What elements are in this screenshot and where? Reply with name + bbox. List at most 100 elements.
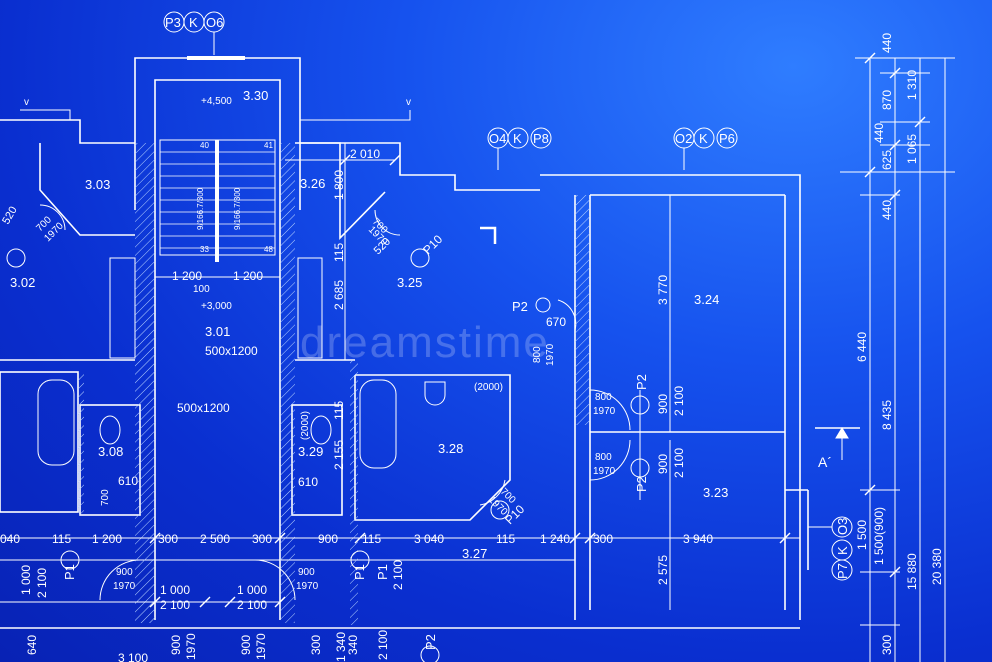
- dimension-label: 2 100: [35, 568, 49, 598]
- door-tag: P2: [634, 374, 649, 390]
- dimension-label: 1 065: [905, 134, 919, 164]
- left-bathtub: [37, 379, 75, 466]
- dimension-label: 625: [880, 150, 894, 170]
- section-marker: A´: [818, 454, 832, 470]
- dimension-label: 900: [656, 454, 670, 474]
- dimension-label: 1 200: [233, 269, 263, 283]
- dimension-label: 1 000: [237, 583, 267, 597]
- dimension-label: 3 100: [118, 651, 148, 662]
- stair-step-number: 48: [264, 245, 273, 254]
- dimension-label: 2 100: [376, 630, 390, 660]
- dimension-label: 1 500: [855, 520, 869, 550]
- level-mark: +3,000: [201, 301, 232, 312]
- dimension-label: 900: [169, 635, 183, 655]
- dimension-label: 2 100: [672, 386, 686, 416]
- grid-tag-b: K: [513, 131, 522, 146]
- dimension-label: 3 940: [683, 532, 713, 546]
- dimension-label: 2 100: [160, 598, 190, 612]
- dimension-label: 900: [318, 532, 338, 546]
- door-size-label: 1970: [545, 343, 556, 366]
- dimension-label: 610: [118, 474, 138, 488]
- dimension-label: 300: [593, 532, 613, 546]
- elevation-mark: v: [406, 97, 411, 108]
- dimension-label: 6 440: [855, 332, 869, 362]
- dimension-label: 2 010: [350, 147, 380, 161]
- room-label: 3.26: [300, 176, 325, 191]
- dimension-label: 870: [880, 90, 894, 110]
- door-size-label: 800: [595, 452, 612, 463]
- grid-tag-a: P7: [835, 563, 850, 579]
- dimension-label: 2 100: [391, 560, 405, 590]
- window-size-label: 500x1200: [177, 401, 230, 415]
- dimension-label: 8 435: [880, 400, 894, 430]
- grid-tag-a: O4: [489, 131, 506, 146]
- grid-tag-a: P3: [165, 15, 181, 30]
- dimension-label: 15 880: [905, 553, 919, 590]
- watermark: dreamstime: [300, 318, 550, 367]
- grid-tag-vertical: P7 K O3: [808, 516, 853, 581]
- door-size-label: 1970: [113, 581, 136, 592]
- dimension-label: 2 100: [672, 448, 686, 478]
- door-size-label: 800: [532, 346, 543, 363]
- stair-spec: 9/166.7/300: [233, 187, 242, 230]
- elevation-mark: v: [24, 97, 29, 108]
- dimension-label: 1 000: [19, 565, 33, 595]
- dimension-label: 440: [872, 123, 886, 143]
- dimension-label: 115: [332, 243, 346, 262]
- dimension-label: 115: [332, 401, 346, 420]
- door-size-label: 700: [100, 489, 111, 506]
- room-326-wall: [300, 142, 540, 191]
- stair-treads: [160, 151, 275, 249]
- dimension-label: 1 340: [334, 632, 348, 662]
- grid-tag-b: K: [835, 546, 850, 555]
- left-room-303: [39, 143, 135, 236]
- room-label: 3.01: [205, 324, 230, 339]
- room-label: 3.24: [694, 292, 719, 307]
- door-swing-8: [374, 209, 401, 236]
- dimension-label: 900: [656, 394, 670, 414]
- room-label: 3.30: [243, 88, 268, 103]
- dimension-label: 1970: [184, 633, 198, 660]
- door-swing-3: [589, 389, 631, 431]
- dimension-label: 1 800: [332, 170, 346, 200]
- dimension-ticks: [149, 52, 926, 608]
- grid-tag-a: O2: [675, 131, 692, 146]
- window-size-label: 500x1200: [205, 344, 258, 358]
- room-325-wall: [540, 174, 801, 620]
- dimension-label: 440: [880, 200, 894, 220]
- door-swing-7: [39, 204, 66, 231]
- stair-spec: 9/166.7/300: [196, 187, 205, 230]
- door-tag: P10: [420, 232, 445, 257]
- dimension-label: 640: [25, 635, 39, 655]
- door-tag: P2: [423, 634, 438, 650]
- door-size-label: 1970: [593, 466, 616, 477]
- right-kitchen-counter: [297, 257, 323, 359]
- toilet-329: [310, 415, 332, 445]
- dimension-label: 3 040: [414, 532, 444, 546]
- dimension-lines: [0, 57, 955, 662]
- room-label: 3.29: [298, 444, 323, 459]
- stair-step-number: 41: [264, 141, 273, 150]
- grid-tag-b: K: [699, 131, 708, 146]
- bathtub-328: [359, 379, 397, 469]
- grid-tag: P3 K O6: [163, 11, 225, 55]
- room-label: 3.08: [98, 444, 123, 459]
- dimension-label: 040: [0, 532, 20, 546]
- plan-labels: 3.30 +4,500 3.03 3.02 3.26 2 010 1 800 3…: [0, 33, 944, 662]
- dimension-label: 20 380: [930, 548, 944, 585]
- dimension-label: 440: [880, 33, 894, 53]
- bath-328-wall: [354, 374, 511, 521]
- dimension-label: 300: [880, 635, 894, 655]
- room-label: 3.25: [397, 275, 422, 290]
- grid-tags: P3 K O6 O4 K P8 O2 K P6 P7: [163, 11, 853, 581]
- dimension-label: 1 500(900): [872, 507, 886, 565]
- grid-tag-c: O3: [835, 518, 850, 535]
- dimension-label: 900: [239, 635, 253, 655]
- dimension-label: 100: [193, 284, 210, 295]
- dimension-label: 1 200: [92, 532, 122, 546]
- room-label: 3.02: [10, 275, 35, 290]
- room-label: 3.03: [85, 177, 110, 192]
- left-flat-wall: [0, 119, 135, 144]
